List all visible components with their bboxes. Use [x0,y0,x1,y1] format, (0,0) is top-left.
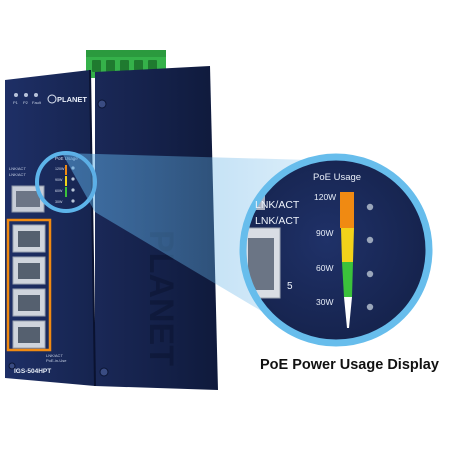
level-bar-120w [340,192,354,228]
svg-text:60W: 60W [55,189,63,193]
svg-text:120W: 120W [55,167,65,171]
zoom-beam [62,153,310,340]
upper-port-labels: LNK/ACT LNK/ACT [9,166,26,177]
planet-logo-icon [47,94,57,104]
svg-text:90W: 90W [55,178,63,182]
bottom-labels: LNK/ACT PoE-in-Use [46,353,67,363]
svg-text:P2: P2 [23,100,29,105]
model-label: IGS-504HPT [14,368,51,375]
zoom-title: PoE Usage [313,172,361,183]
svg-text:PoE-in-Use: PoE-in-Use [46,358,67,363]
svg-text:LNK/ACT: LNK/ACT [9,172,26,177]
level-bar-30w [344,297,352,328]
svg-text:P1: P1 [13,100,19,105]
svg-text:LNK/ACT: LNK/ACT [46,353,63,358]
level-bar-60w [342,262,353,297]
screw-icon [97,99,107,109]
zoom-port-label-1: LNK/ACT [255,199,300,211]
level-label-30w: 30W [316,297,333,307]
brand-logo: PLANET [57,95,87,104]
svg-text:LNK/ACT: LNK/ACT [9,166,26,171]
led-60w-icon [366,270,374,278]
level-bar-90w [341,228,354,262]
led-120w-icon [366,203,374,211]
level-label-120w: 120W [314,192,336,202]
level-label-90w: 90W [316,228,333,238]
caption: PoE Power Usage Display [260,357,439,373]
poe-port-frame [6,218,52,352]
level-label-60w: 60W [316,263,333,273]
screw-icon [8,362,16,370]
zoom-port-label-2: LNK/ACT [255,215,300,227]
led-90w-icon [366,236,374,244]
zoom-port-number: 5 [287,281,293,292]
zoom-lens: PoE Usage LNK/ACT LNK/ACT 5 120W 90W 60W… [239,153,433,347]
front-led-group: P1 P2 Fault [13,93,42,105]
svg-text:Fault: Fault [32,100,42,105]
led-30w-icon [366,303,374,311]
rj45-port-group [12,224,46,349]
svg-text:30W: 30W [55,200,63,204]
screw-icon [99,367,109,377]
